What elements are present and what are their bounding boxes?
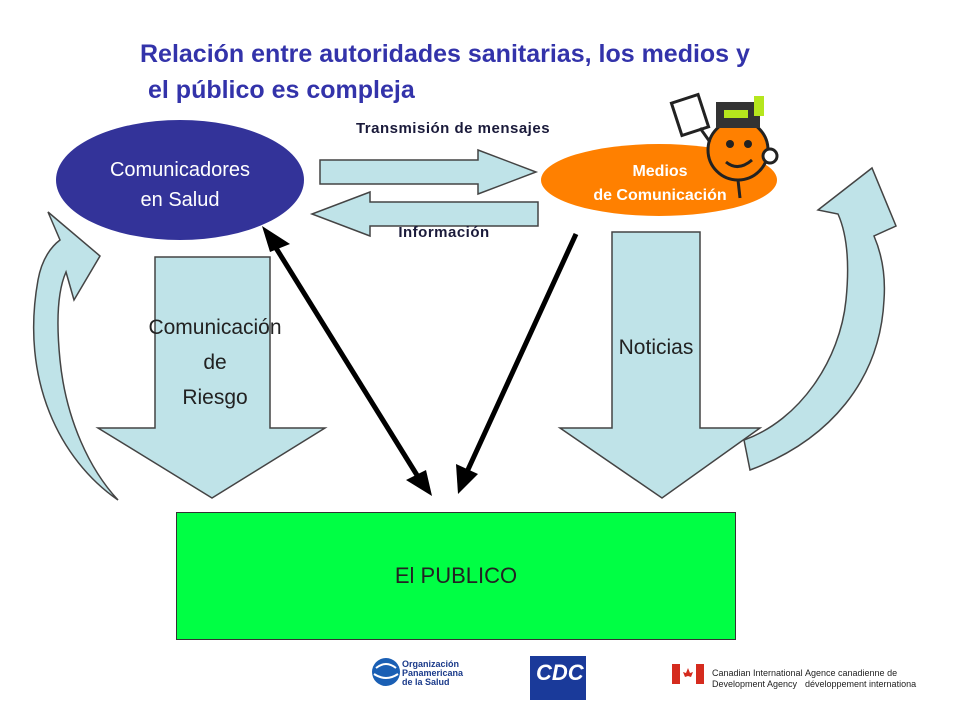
bidirectional-arrow-line	[273, 246, 423, 482]
cdc-logo: CDC	[536, 660, 584, 685]
cida-fr-line-1: Agence canadienne de	[805, 668, 898, 678]
bidirectional-arrow-head-bottom	[406, 470, 432, 496]
title-line-1: Relación entre autoridades sanitarias, l…	[140, 40, 750, 68]
comunicadores-line-2: en Salud	[140, 189, 220, 211]
right-cycle-arrow	[743, 166, 897, 472]
bidirectional-arrow-head-top	[262, 226, 290, 252]
paho-logo: Organización Panamericana de la Salud	[402, 660, 463, 687]
paho-line-2: Panamericana	[402, 668, 464, 678]
newspaper-mascot-icon	[669, 92, 779, 199]
noticias-down-arrow	[557, 231, 763, 499]
publico-label: El PUBLICO	[394, 563, 518, 588]
page-title: Relación entre autoridades sanitarias, l…	[140, 36, 750, 108]
informacion-label: Información	[398, 224, 490, 241]
cida-french: Agence canadienne de développement inter…	[805, 668, 916, 690]
comunicadores-label: Comunicadores en Salud	[56, 155, 304, 215]
medios-to-publico-head	[456, 464, 478, 494]
riesgo-line-2: de	[203, 351, 227, 374]
cida-english: Canadian International Development Agenc…	[712, 668, 803, 690]
informacion-arrow	[309, 190, 539, 238]
riesgo-down-arrow	[95, 256, 328, 499]
medios-line-1: Medios	[632, 163, 688, 180]
riesgo-line-3: Riesgo	[182, 386, 248, 409]
paho-line-1: Organización	[402, 659, 460, 669]
left-cycle-arrow	[32, 211, 119, 501]
title-line-2: el público es compleja	[148, 76, 415, 104]
cida-en-line-1: Canadian International	[712, 668, 803, 678]
transmision-arrow	[319, 148, 539, 196]
publico-box: El PUBLICO	[176, 512, 736, 640]
canada-flag-icon	[672, 664, 704, 684]
medios-to-publico-line	[463, 232, 579, 476]
medios-label: Medios de Comunicación	[545, 160, 775, 208]
transmision-label: Transmisión de mensajes	[355, 120, 551, 137]
cida-en-line-2: Development Agency	[712, 679, 798, 689]
medios-line-2: de Comunicación	[593, 187, 727, 204]
cida-fr-line-2: développement internationa	[805, 679, 917, 689]
comunicadores-node	[56, 120, 304, 240]
paho-line-3: de la Salud	[402, 677, 450, 687]
comunicadores-line-1: Comunicadores	[109, 159, 251, 181]
riesgo-label: Comunicación de Riesgo	[110, 310, 320, 415]
noticias-label: Noticias	[618, 336, 694, 359]
cdc-logo-box	[530, 656, 586, 700]
paho-globe-icon	[372, 658, 400, 686]
riesgo-line-1: Comunicación	[148, 316, 282, 339]
